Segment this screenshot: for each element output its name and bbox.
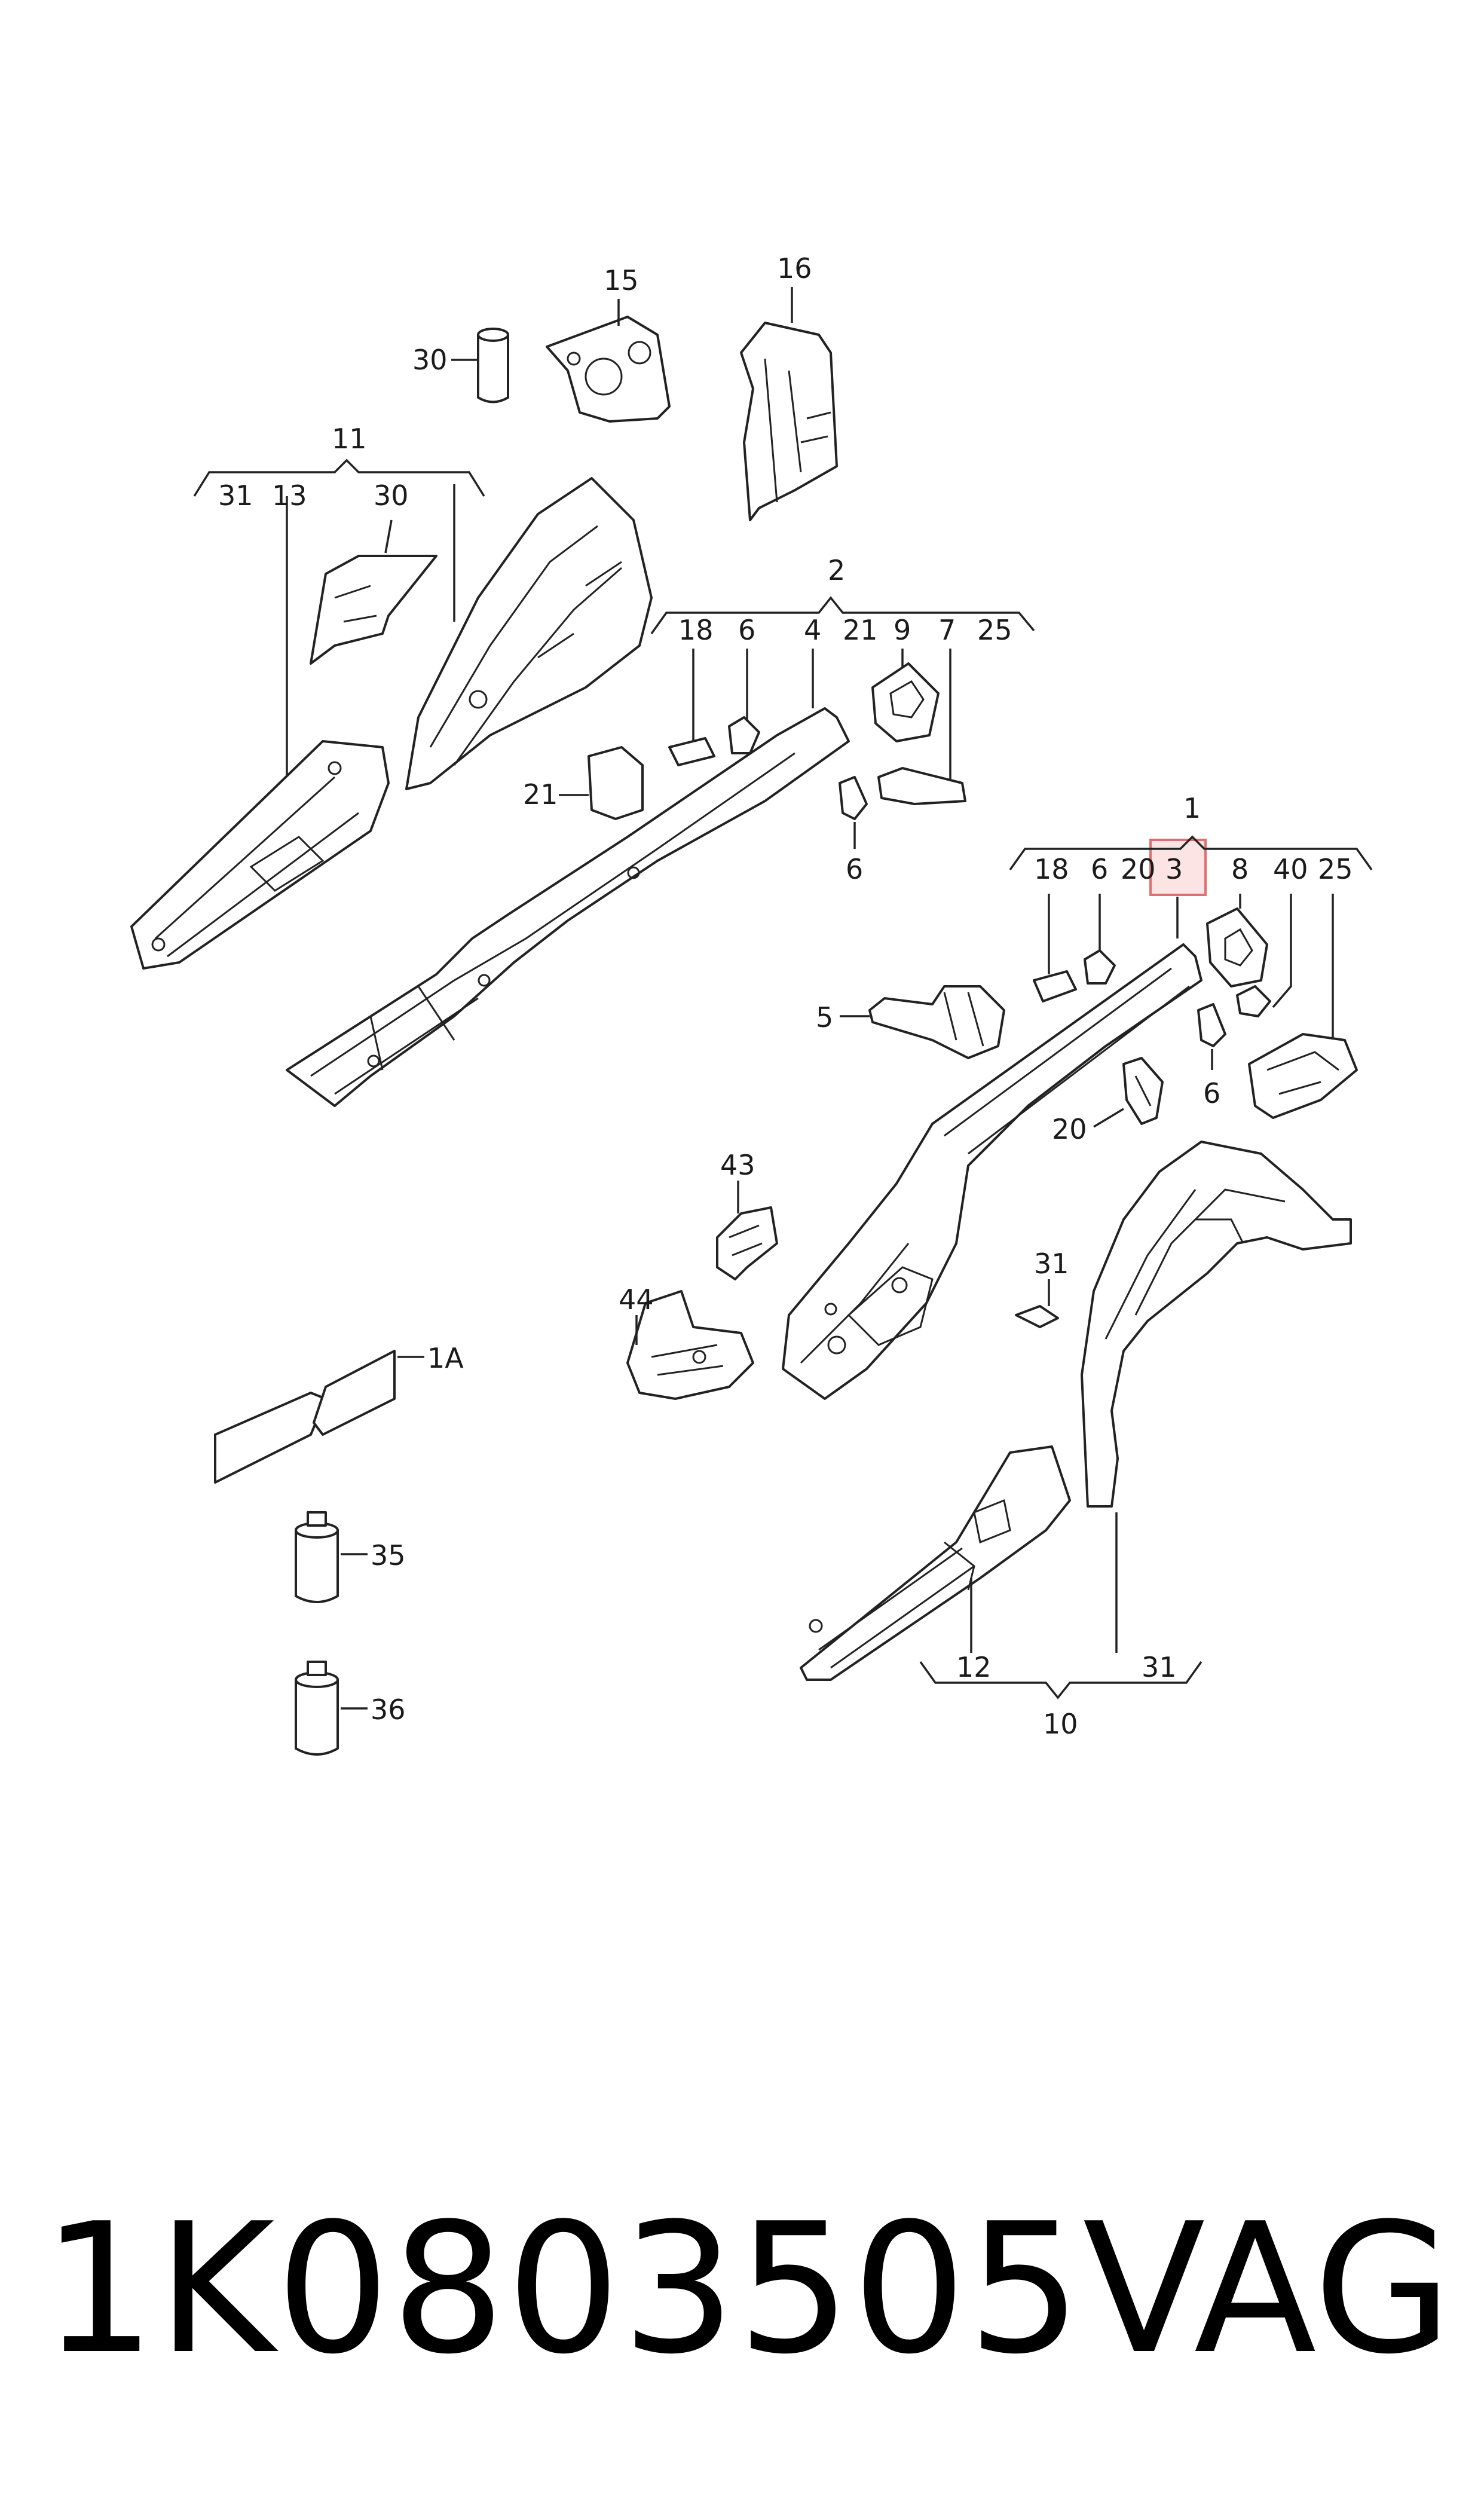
label-31-lower: 31 <box>1142 1651 1177 1683</box>
part-8-plate <box>1206 907 1268 988</box>
part-6-lower <box>839 776 868 820</box>
label-11: 11 <box>332 423 367 455</box>
part-6-bracket <box>728 716 760 754</box>
label-1A: 1A <box>427 1342 464 1374</box>
part-6-bracket-right <box>1084 949 1116 985</box>
label-30: 30 <box>374 479 409 512</box>
label-31: 31 <box>218 479 253 512</box>
label-8: 8 <box>1231 853 1249 885</box>
label-18-right: 18 <box>1034 853 1069 885</box>
label-2: 2 <box>828 554 845 586</box>
label-31-clip: 31 <box>1034 1248 1069 1280</box>
label-13: 13 <box>272 479 307 512</box>
label-9: 9 <box>894 614 911 646</box>
label-20-lower: 20 <box>1052 1113 1087 1145</box>
part-30-sleeve <box>451 328 509 403</box>
label-25: 25 <box>977 614 1012 646</box>
label-7: 7 <box>938 614 956 646</box>
part-13-sill <box>130 740 390 970</box>
label-5: 5 <box>816 1001 833 1034</box>
label-44: 44 <box>619 1283 654 1316</box>
part-6-right-lower <box>1197 1003 1226 1047</box>
group-1-bracket <box>1009 835 1373 1052</box>
label-15: 15 <box>604 264 639 296</box>
part-18-bracket-right <box>1033 970 1077 1002</box>
part-43-bracket <box>716 1181 778 1280</box>
part-40-clip <box>1236 985 1271 1017</box>
part-1A-sheet <box>214 1350 424 1484</box>
label-20: 20 <box>1121 853 1156 885</box>
part-9-plate <box>871 662 940 742</box>
part-31-clip <box>1015 1305 1059 1328</box>
group-10-bracket <box>919 1512 1203 1699</box>
label-43: 43 <box>720 1149 755 1181</box>
part-15-bracket <box>546 299 671 423</box>
part-3-rear-rail <box>782 943 1203 1400</box>
label-1: 1 <box>1183 792 1201 824</box>
label-6-right: 6 <box>1091 853 1108 885</box>
part-5-bracket <box>868 985 1005 1059</box>
label-18: 18 <box>678 614 714 646</box>
group-2-bracket <box>650 596 1035 789</box>
label-10: 10 <box>1043 1708 1078 1740</box>
part-21-bracket <box>588 746 644 820</box>
part-18-bracket <box>668 737 715 766</box>
part-31-wheelhouse-right <box>1081 1141 1352 1508</box>
label-35: 35 <box>371 1539 406 1572</box>
label-12: 12 <box>956 1651 992 1683</box>
part-35-can <box>295 1511 368 1603</box>
label-40: 40 <box>1273 853 1308 885</box>
part-25-bracket-right <box>1248 1033 1358 1119</box>
label-3-highlighted: 3 <box>1165 853 1183 885</box>
part-number: 1K0803505 <box>42 2185 1083 2393</box>
label-6-right-lower: 6 <box>1203 1077 1220 1109</box>
part-44-bracket <box>626 1290 754 1400</box>
part-36-can <box>295 1661 368 1756</box>
label-21: 21 <box>843 614 878 646</box>
part-30-bracket <box>310 555 437 665</box>
part-16-pillar <box>740 287 838 521</box>
label-16: 16 <box>777 252 812 285</box>
label-6: 6 <box>738 614 755 646</box>
part-12-sill-right <box>800 1445 1071 1681</box>
brand-name: VAG <box>1082 2185 1452 2393</box>
label-30-top: 30 <box>412 344 448 376</box>
label-21-left: 21 <box>523 778 558 811</box>
part-11-wheelhouse <box>405 477 653 790</box>
label-4: 4 <box>804 614 821 646</box>
part-7-bracket <box>877 767 966 805</box>
label-36: 36 <box>371 1693 406 1726</box>
footer: 1K0803505 VAG <box>42 2176 1452 2403</box>
part-4-front-rail <box>286 707 850 1107</box>
label-6-lower: 6 <box>846 853 863 885</box>
label-25-right: 25 <box>1318 853 1353 885</box>
